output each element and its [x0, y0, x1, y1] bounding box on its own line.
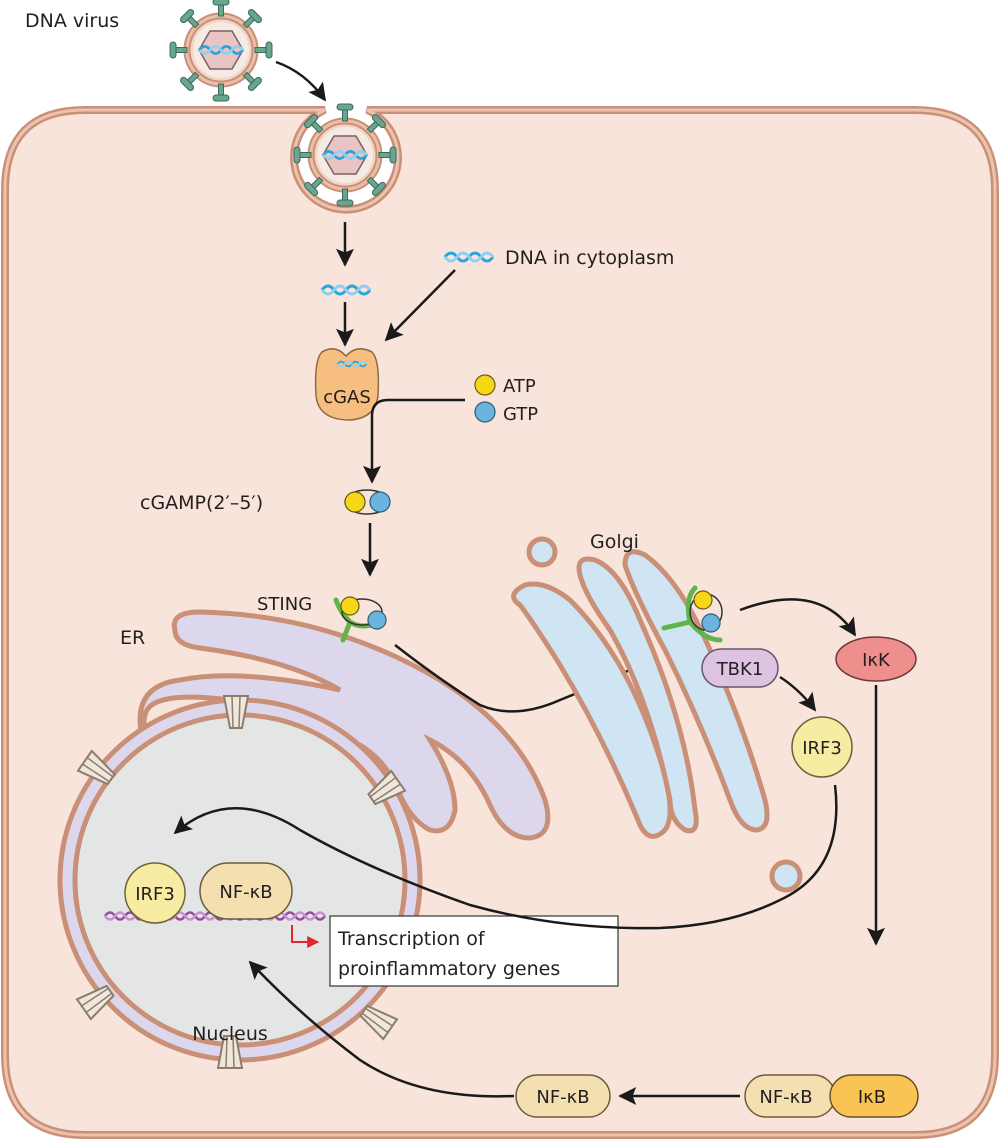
arrow-nfkb-nuclear-import	[248, 960, 515, 1098]
arrow-cgamp-synthesis	[363, 398, 465, 484]
nfkb-nuclear: NF-κB	[199, 862, 293, 920]
internalized-virus-icon	[294, 104, 396, 206]
sting-label: STING	[257, 594, 312, 615]
atp-molecule-icon	[474, 374, 496, 396]
ikb-label: IκB	[858, 1087, 886, 1108]
nfkb-nuc-label: NF-κB	[219, 882, 272, 903]
gtp-label: GTP	[503, 404, 538, 425]
nfkb-bound-label: NF-κB	[759, 1087, 812, 1108]
activated-sting-icon	[661, 585, 723, 643]
nucleus-label: Nucleus	[192, 1023, 268, 1045]
ikk-protein: IκK	[835, 636, 917, 682]
arrow-to-ikk	[739, 598, 857, 637]
irf3-cytoplasmic: IRF3	[791, 716, 853, 778]
cgas-enzyme: cGAS	[314, 348, 380, 421]
irf3-nuclear: IRF3	[124, 862, 186, 924]
dna-in-cytoplasm-label: DNA in cytoplasm	[505, 247, 674, 269]
endoplasmic-reticulum	[137, 609, 551, 841]
sting-receptor-icon	[333, 596, 387, 643]
transcription-callout: Transcription of proinflammatory genes	[329, 915, 619, 987]
cgamp-label: cGAMP(2′–5′)	[140, 492, 263, 514]
arrow-tbk1-to-irf3	[779, 675, 817, 712]
cgamp-molecule-icon	[344, 489, 391, 515]
transcription-line2: proinflammatory genes	[338, 958, 560, 980]
arrow-virus-entry	[275, 60, 327, 102]
nfkb-free: NF-κB	[515, 1074, 611, 1118]
transcription-line1: Transcription of	[337, 928, 486, 950]
golgi-apparatus	[511, 536, 803, 893]
ikk-label: IκK	[862, 650, 891, 671]
dna-virus-label: DNA virus	[25, 10, 119, 32]
arrow-irf3-nuclear-import	[173, 784, 838, 930]
gtp-molecule-icon	[474, 401, 496, 423]
tbk1-protein: TBK1	[701, 648, 779, 688]
tbk1-label: TBK1	[716, 659, 764, 680]
atp-label: ATP	[503, 376, 536, 397]
cgas-label: cGAS	[323, 387, 371, 408]
golgi-label: Golgi	[590, 531, 639, 553]
irf3-nuc-label: IRF3	[135, 884, 175, 905]
dna-virus-icon	[170, 0, 272, 101]
irf3-cyto-label: IRF3	[802, 738, 842, 759]
er-label: ER	[120, 627, 145, 649]
arrow-cyto-dna-to-cgas	[384, 269, 456, 342]
nfkb-free-label: NF-κB	[536, 1087, 589, 1108]
nfkb-ikb-complex: NF-κB IκB	[744, 1074, 919, 1118]
transcription-arrow-icon	[291, 925, 320, 948]
